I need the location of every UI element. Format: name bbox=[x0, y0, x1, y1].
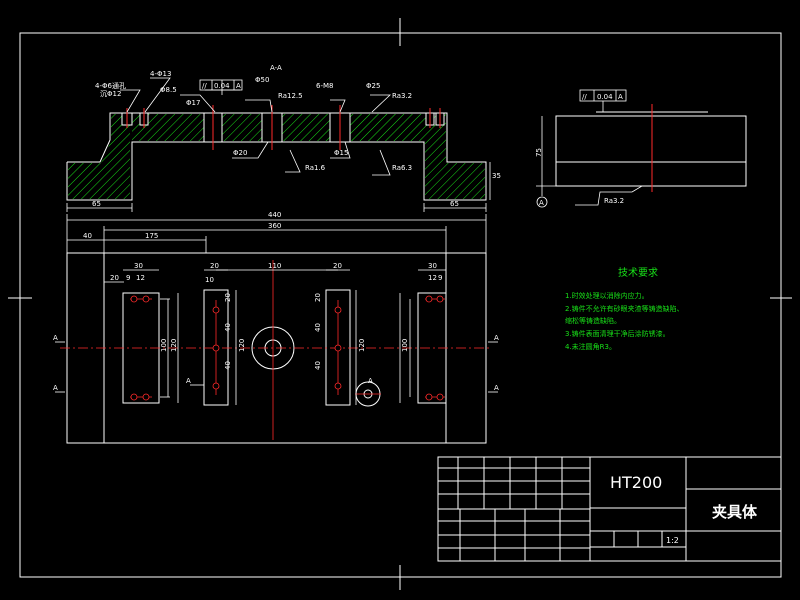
section-mark-2: A bbox=[53, 384, 58, 392]
tol-datum: A bbox=[236, 82, 241, 90]
dim-side-5: 20 bbox=[314, 293, 322, 302]
section-mark-1: A bbox=[53, 334, 58, 342]
plan-view: 440 360 40 175 20 30 9 12 20 10 110 20 3… bbox=[53, 211, 499, 444]
dim-side-10: 100 bbox=[401, 339, 409, 352]
callout-phi85: Φ8.5 bbox=[160, 86, 177, 94]
section-mark-4: A bbox=[494, 384, 499, 392]
dim-height-35: 35 bbox=[492, 172, 501, 180]
technical-notes: 技术要求 1.时效处理以消除内应力。 2.铸件不允许有砂眼夹渣等铸造缺陷、 缩松… bbox=[565, 266, 684, 351]
dim-top-5: 10 bbox=[205, 276, 214, 284]
callout-holes: 4-Φ6通孔 bbox=[95, 81, 126, 90]
dim-side-6: 120 bbox=[238, 339, 246, 352]
dim-40: 40 bbox=[83, 232, 92, 240]
scale-value: 1:2 bbox=[666, 536, 679, 545]
rough-2: Ra3.2 bbox=[392, 92, 412, 100]
dim-side-2: 20 bbox=[224, 293, 232, 302]
material-label: HT200 bbox=[610, 473, 662, 492]
note-5: 4.未注圆角R3。 bbox=[565, 342, 616, 351]
callout-phi17: Φ17 bbox=[186, 99, 200, 107]
dim-top-0: 20 bbox=[110, 274, 119, 282]
side-tol-symbol: // bbox=[582, 93, 587, 101]
dim-440: 440 bbox=[268, 211, 281, 219]
dim-top-9: 12 bbox=[428, 274, 437, 282]
dim-top-4: 20 bbox=[210, 262, 219, 270]
dim-left-65: 65 bbox=[92, 200, 101, 208]
callout-phi25: Φ25 bbox=[366, 82, 380, 90]
note-4: 3.铸件表面清理干净后涂防锈漆。 bbox=[565, 329, 670, 338]
side-roughness: Ra3.2 bbox=[604, 197, 624, 205]
notes-title: 技术要求 bbox=[618, 266, 658, 279]
side-height-75: 75 bbox=[535, 148, 543, 157]
section-tolerance-frame bbox=[199, 79, 243, 91]
sheet-frame bbox=[8, 18, 792, 590]
note-3: 缩松等铸造缺陷。 bbox=[565, 316, 621, 325]
callout-holes-2: 4-Φ13 bbox=[150, 70, 171, 78]
note-1: 1.时效处理以消除内应力。 bbox=[565, 291, 649, 300]
dim-side-0: 100 bbox=[160, 339, 168, 352]
dim-top-10: 9 bbox=[438, 274, 442, 282]
dim-top-8: 30 bbox=[428, 262, 437, 270]
dim-175: 175 bbox=[145, 232, 158, 240]
section-label: A-A bbox=[270, 64, 282, 72]
side-view: // 0.04 A 75 A Ra3.2 bbox=[535, 89, 747, 208]
rough-3: Ra1.6 bbox=[305, 164, 326, 172]
dim-side-8: 40 bbox=[314, 361, 322, 370]
dim-side-4: 40 bbox=[224, 361, 232, 370]
dim-top-1: 30 bbox=[134, 262, 143, 270]
section-mark-5: A bbox=[186, 377, 191, 385]
title-block bbox=[437, 456, 782, 562]
dim-top-6: 110 bbox=[268, 262, 281, 270]
callout-phi20: Φ20 bbox=[233, 149, 247, 157]
dim-side-3: 40 bbox=[224, 323, 232, 332]
rough-1: Ra12.5 bbox=[278, 92, 303, 100]
dim-top-2: 9 bbox=[126, 274, 130, 282]
note-2: 2.铸件不允许有砂眼夹渣等铸造缺陷、 bbox=[565, 304, 684, 313]
side-tol-datum: A bbox=[618, 93, 623, 101]
dim-side-7: 40 bbox=[314, 323, 322, 332]
callout-counterbore: 沉Φ12 bbox=[100, 90, 121, 98]
dim-right-65: 65 bbox=[450, 200, 459, 208]
tol-symbol: // bbox=[202, 82, 207, 90]
dim-side-1: 120 bbox=[170, 339, 178, 352]
dim-360: 360 bbox=[268, 222, 281, 230]
tol-value: 0.04 bbox=[214, 82, 230, 90]
section-view: A-A bbox=[66, 64, 501, 212]
callout-phi50: Φ50 bbox=[255, 76, 269, 84]
side-tol-value: 0.04 bbox=[597, 93, 613, 101]
section-mark-6: A bbox=[368, 377, 373, 385]
side-datum-a: A bbox=[539, 199, 544, 207]
dim-top-3: 12 bbox=[136, 274, 145, 282]
callout-phi15: Φ15 bbox=[334, 149, 348, 157]
rough-4: Ra6.3 bbox=[392, 164, 412, 172]
dim-side-9: 120 bbox=[358, 339, 366, 352]
section-mark-3: A bbox=[494, 334, 499, 342]
part-name: 夹具体 bbox=[712, 503, 758, 521]
dim-top-7: 20 bbox=[333, 262, 342, 270]
callout-m8: 6-M8 bbox=[316, 82, 333, 90]
